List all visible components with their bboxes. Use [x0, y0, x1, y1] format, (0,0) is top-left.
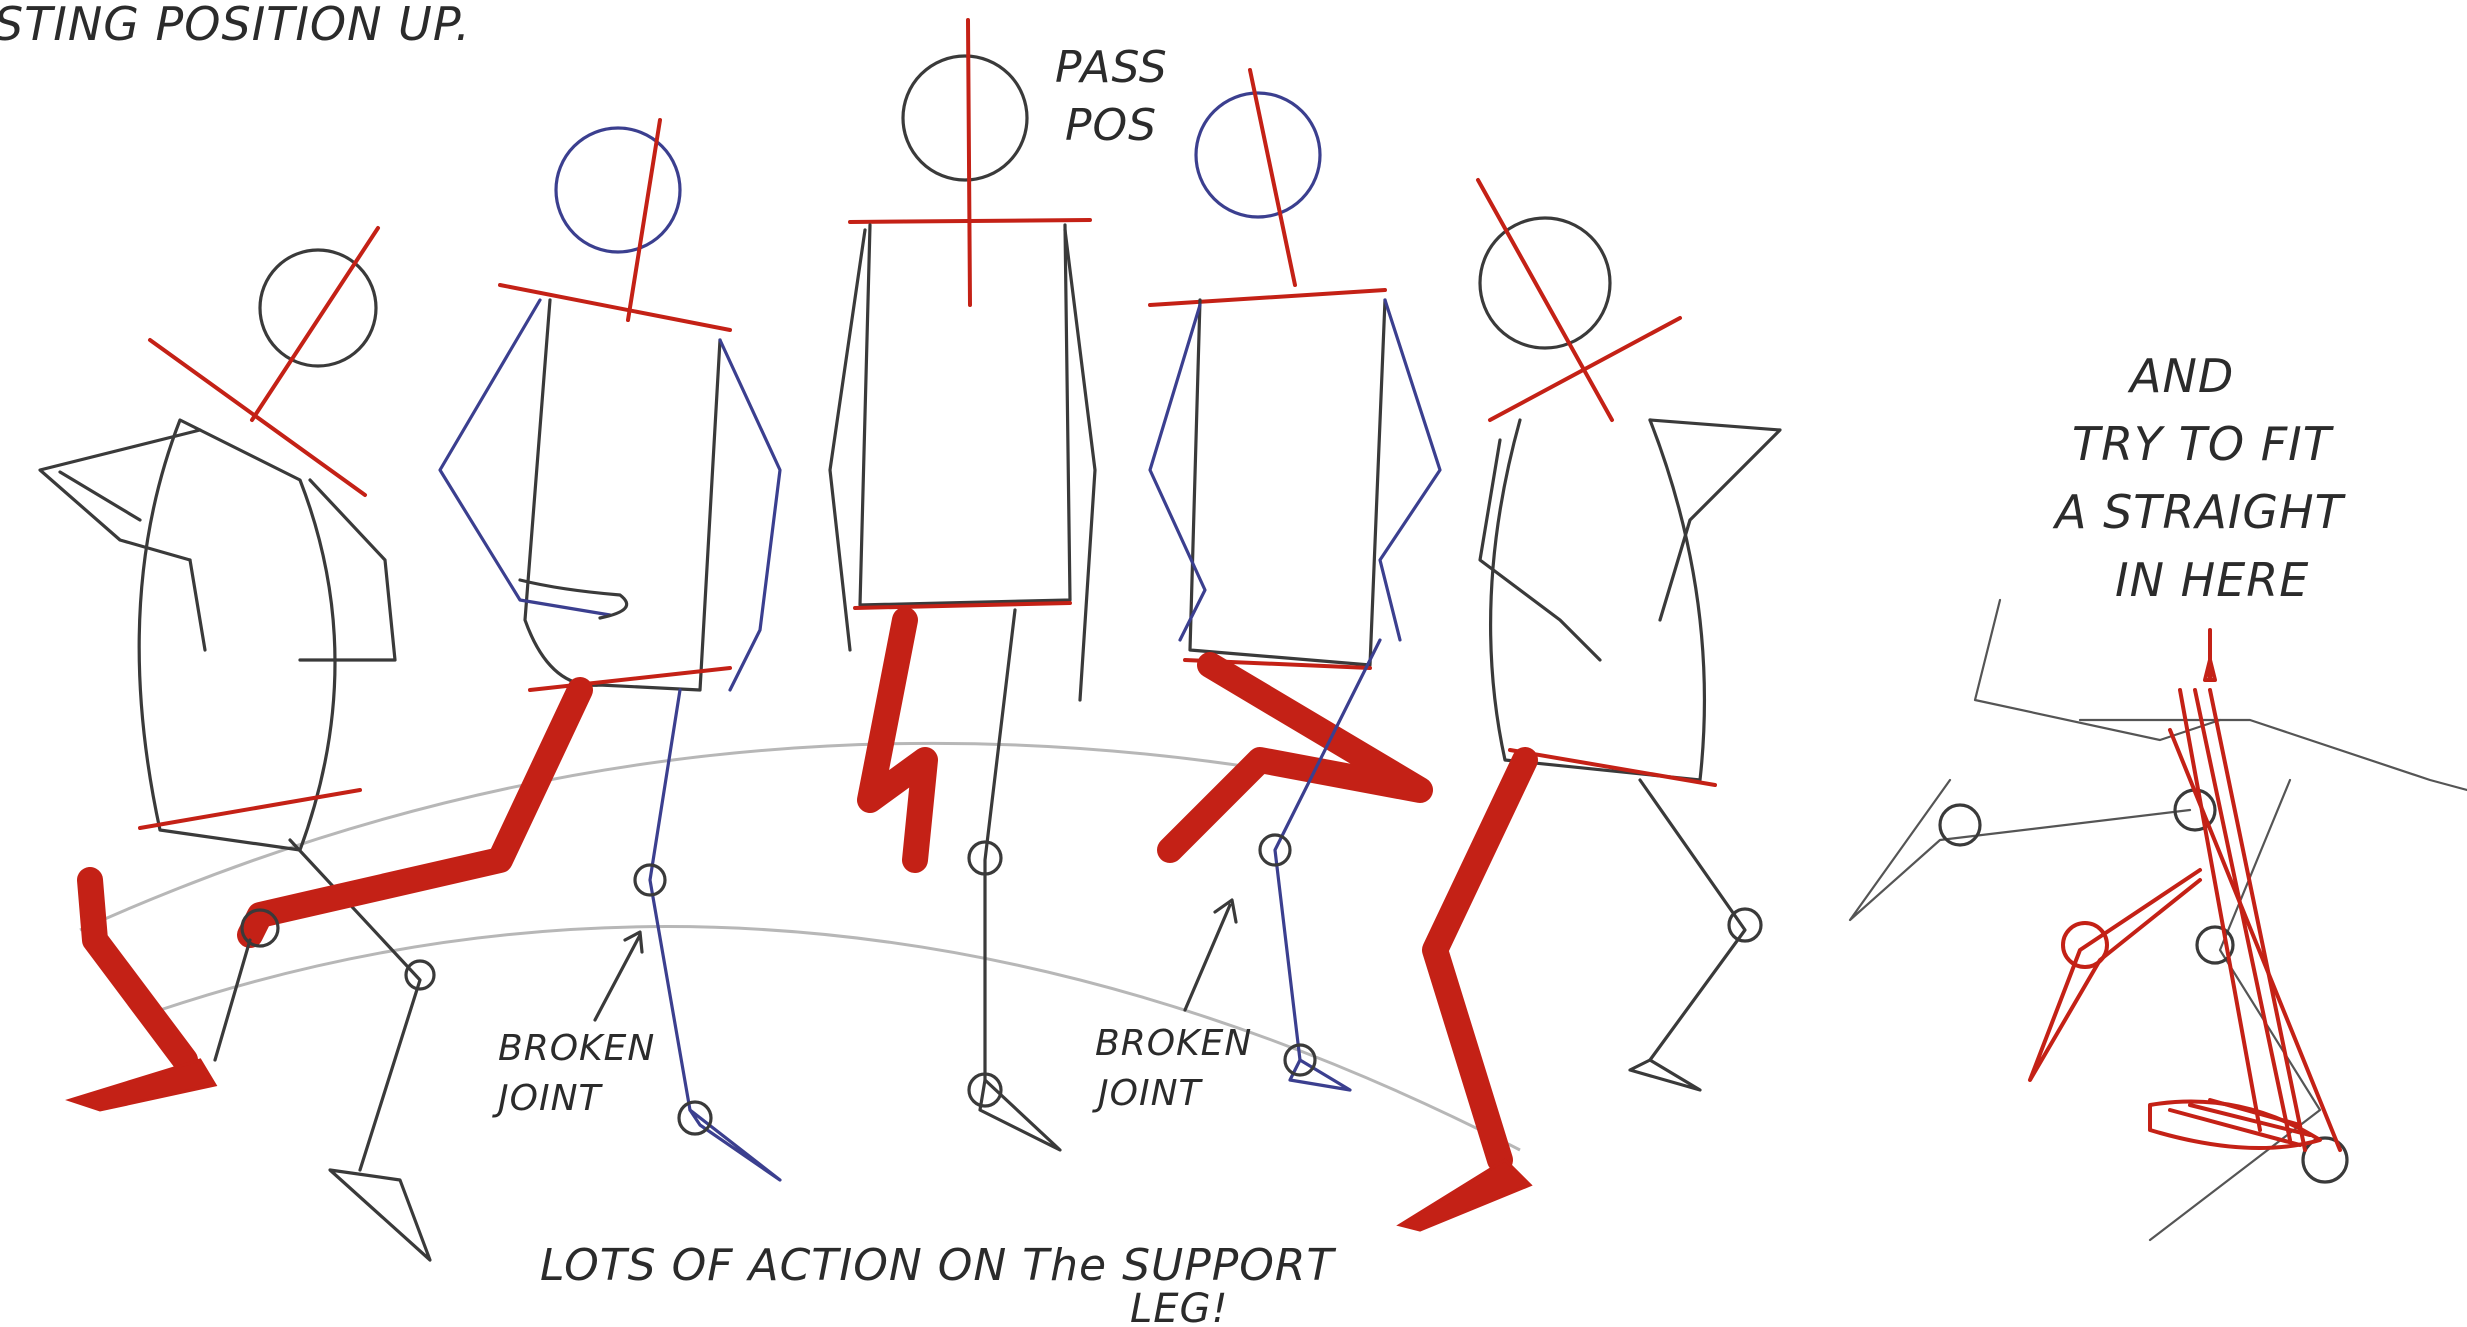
side-note-line3: A STRAIGHT	[2052, 485, 2347, 539]
figure-4	[1150, 70, 1440, 1090]
pass-pos-label-line1: PASS	[1055, 42, 1168, 93]
broken-joint-left-line1: BROKEN	[498, 1028, 655, 1069]
bottom-note-line2: LEG!	[1130, 1286, 1229, 1327]
figure-1	[40, 228, 434, 1260]
broken-joint-left-line2: JOINT	[492, 1078, 604, 1119]
figure-2	[215, 120, 780, 1180]
ground-arc-lower	[160, 927, 1520, 1150]
broken-joint-right-line1: BROKEN	[1095, 1023, 1252, 1064]
bottom-note-line1: LOTS OF ACTION ON The SUPPORT	[540, 1240, 1336, 1291]
pass-pos-label-line2: POS	[1065, 100, 1157, 151]
figure-3-pass-position	[830, 20, 1095, 1150]
side-sketch	[1850, 600, 2467, 1240]
top-partial-note: STING POSITION UP.	[0, 0, 471, 51]
side-note-line1: AND	[2127, 349, 2234, 403]
arrow-broken-joint-left	[595, 932, 642, 1020]
arrow-broken-joint-right	[1185, 900, 1236, 1010]
side-note-line4: IN HERE	[2115, 553, 2309, 607]
figure-5	[1400, 180, 1780, 1230]
side-note-line2: TRY TO FIT	[2072, 417, 2335, 471]
broken-joint-right-line2: JOINT	[1092, 1073, 1204, 1114]
